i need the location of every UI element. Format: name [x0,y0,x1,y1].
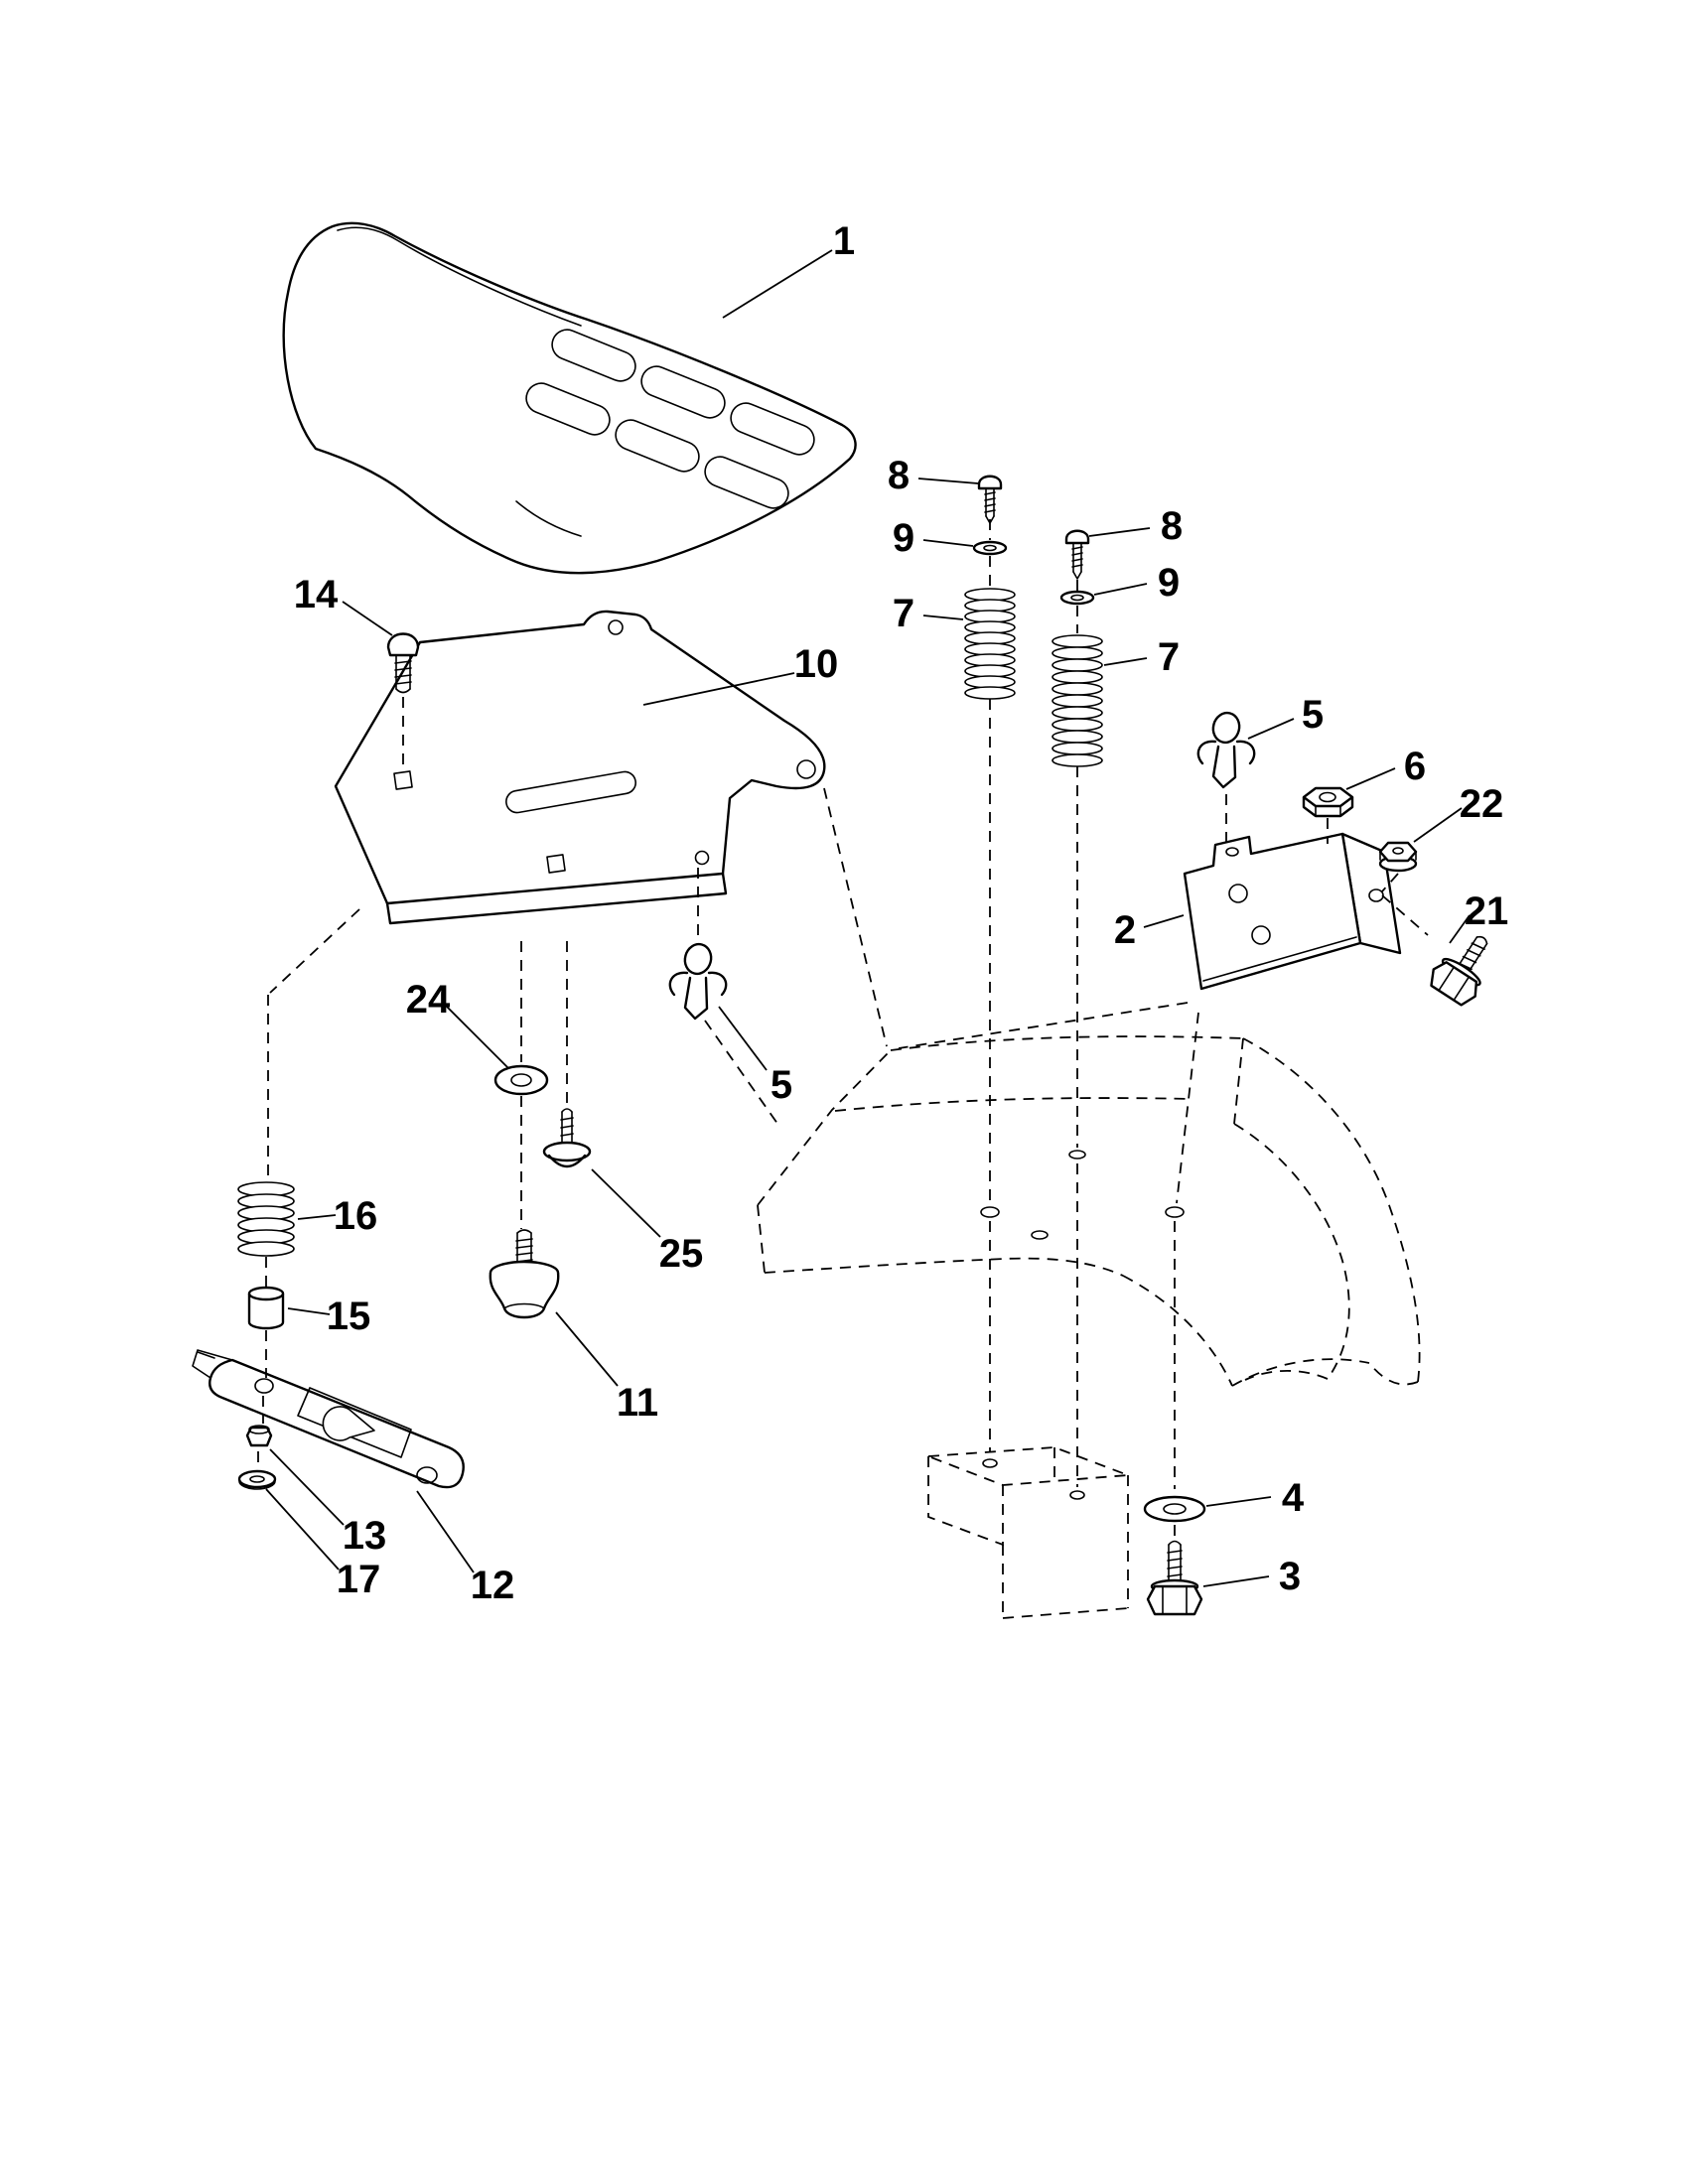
fender-hole [1165,1206,1185,1218]
callout-7-left: 7 [893,592,964,635]
spring-7-right [1052,634,1103,767]
washer-17 [237,1469,277,1490]
seat-cushion-grooves [525,329,815,509]
callout-7-label: 7 [893,592,914,635]
callout-4-label: 4 [1282,1476,1305,1520]
callout-8-right: 8 [1088,504,1183,548]
callout-1-label: 1 [833,219,855,263]
bracket-hole [1069,1490,1085,1500]
bracket-hole [1251,925,1271,945]
seat-bracket-2 [1183,832,1402,991]
callout-7-label: 7 [1158,635,1180,679]
callout-5-label: 5 [771,1063,792,1107]
retainer-clip-top [1196,711,1256,789]
callouts: 1 14 10 8 9 7 8 9 [265,219,1509,1607]
callout-9-right: 9 [1093,561,1180,605]
callout-7-right: 7 [1103,635,1180,679]
callout-9-left: 9 [893,516,974,560]
adjustment-bracket-12 [192,1349,465,1489]
pan-arm-hole [796,759,816,779]
fender-hole [1031,1230,1049,1240]
callout-21: 21 [1449,889,1509,944]
callout-2: 2 [1114,908,1185,952]
callout-16: 16 [297,1194,378,1238]
callout-11: 11 [555,1311,658,1425]
callout-21-label: 21 [1465,889,1509,933]
callout-10: 10 [642,642,839,706]
callout-24-label: 24 [406,978,451,1022]
callout-13-label: 13 [343,1514,387,1558]
switch-bracket-dashed-outline [927,1446,1129,1619]
callout-12-label: 12 [471,1564,515,1607]
screw-8-left [977,475,1003,524]
shoulder-bolt-14 [386,632,420,694]
pan-ear-hole [608,619,624,635]
pan-slot [505,770,636,814]
callout-22: 22 [1413,782,1504,843]
lock-nut-13 [245,1425,273,1447]
callout-12: 12 [416,1490,515,1607]
callout-25-label: 25 [659,1232,704,1276]
callout-15: 15 [287,1295,371,1338]
pan-square-hole [393,770,413,790]
spring-7-left [964,588,1016,700]
callout-3: 3 [1202,1555,1301,1598]
bracket-hole [254,1378,274,1394]
bracket-tab-hole [1225,847,1239,857]
adjustment-knob-11 [489,1229,560,1319]
callout-13: 13 [269,1448,387,1558]
callout-9-label: 9 [893,516,914,560]
callout-16-label: 16 [334,1194,378,1238]
washer-9-left [972,540,1008,556]
washer-9-right [1059,590,1095,606]
flat-washer-4 [1143,1495,1206,1523]
pan-square-hole [546,854,566,874]
callout-15-label: 15 [327,1295,371,1338]
callout-24: 24 [406,978,509,1069]
callout-8-left: 8 [888,454,979,497]
callout-5-top: 5 [1247,693,1324,740]
bracket-hole [982,1458,998,1468]
callout-8-label: 8 [888,454,910,497]
callout-6-label: 6 [1404,745,1426,788]
fender-hole [1068,1150,1086,1160]
callout-9-label: 9 [1158,561,1180,605]
callout-10-label: 10 [794,642,839,686]
flange-nut-22 [1378,841,1418,873]
callout-14: 14 [294,573,393,636]
shoulder-screw-21 [1430,935,1488,1007]
retainer-clip-middle [668,942,728,1021]
callout-22-label: 22 [1460,782,1504,826]
hex-bolt-3 [1146,1540,1203,1616]
callout-14-label: 14 [294,573,339,616]
seat [282,221,857,575]
callout-4: 4 [1205,1476,1305,1520]
hex-nut-6 [1302,786,1354,818]
pan-hole [694,850,710,866]
callout-17: 17 [265,1488,381,1601]
callout-2-label: 2 [1114,908,1136,952]
fender-dashed-outline [757,1035,1421,1387]
bracket-keyhole [322,1406,375,1441]
callout-3-label: 3 [1279,1555,1301,1598]
callout-5-label: 5 [1302,693,1324,737]
callout-6: 6 [1345,745,1426,790]
callout-17-label: 17 [337,1558,381,1601]
screw-8-right [1064,529,1090,580]
callout-11-label: 11 [617,1381,658,1425]
assembly-dash-lines [257,519,1429,1543]
bracket-hole [1228,884,1248,903]
compression-spring-16 [237,1181,295,1257]
callout-8-label: 8 [1161,504,1183,548]
flat-washer-24 [493,1064,549,1096]
callout-5-middle: 5 [718,1006,792,1107]
seat-pan-bracket [334,610,826,925]
spacer-bushing-15 [247,1286,285,1330]
shoulder-screw-25 [542,1108,592,1168]
bracket-hole [416,1466,438,1484]
callout-1: 1 [722,219,855,319]
callout-25: 25 [591,1168,704,1276]
fender-hole [980,1206,1000,1218]
